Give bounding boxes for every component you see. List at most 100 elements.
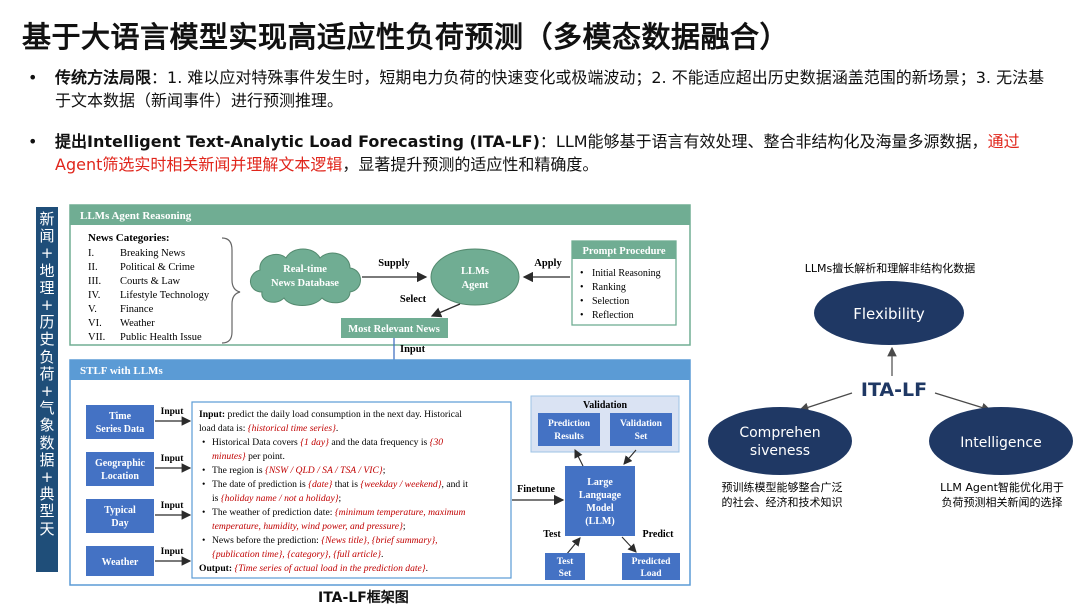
stlf-header-text: STLF with LLMs bbox=[80, 365, 163, 377]
prompt-text: The region is bbox=[212, 465, 265, 476]
prompt-bullet: • bbox=[580, 310, 584, 321]
news-numeral: II. bbox=[88, 262, 98, 273]
prompt-line: The weather of prediction date: {minimum… bbox=[212, 507, 465, 518]
intelligence-caption: LLM Agent智能优化用于 bbox=[940, 480, 1064, 494]
finetune-label: Finetune bbox=[517, 484, 555, 495]
side-char: 闻 bbox=[39, 227, 55, 246]
prompt-bold: Input: bbox=[199, 409, 225, 420]
prompt-bullet: • bbox=[580, 268, 584, 279]
news-numeral: IV. bbox=[88, 290, 100, 301]
news-database-cloud bbox=[250, 248, 361, 306]
prompt-text: is bbox=[212, 493, 221, 504]
agent-header-text: LLMs Agent Reasoning bbox=[80, 210, 192, 222]
side-char: 新 bbox=[39, 210, 55, 228]
predict-arrow bbox=[621, 536, 637, 553]
bullet-red: 通过Agent筛选实时相关新闻并理解文本逻辑 bbox=[55, 132, 1020, 174]
intelligence-caption: 负荷预测相关新闻的选择 bbox=[942, 495, 1063, 509]
prompt-text: , and it bbox=[442, 479, 469, 490]
side-char: 象 bbox=[39, 416, 55, 435]
llms-agent-node bbox=[430, 248, 520, 306]
prompt-title: Prompt Procedure bbox=[582, 246, 665, 257]
category-brace bbox=[221, 237, 241, 344]
side-char: 理 bbox=[39, 278, 55, 297]
bullet-dot: • bbox=[28, 132, 38, 151]
bullet-bold: 提出Intelligent Text-Analytic Load Forecas… bbox=[55, 132, 540, 151]
news-item: Finance bbox=[120, 304, 154, 315]
intelligence-label: Intelligence bbox=[960, 435, 1041, 451]
arrow-to-intelligence bbox=[934, 392, 992, 413]
prompt-line: {publication time}, {category}, {full ar… bbox=[212, 549, 383, 560]
prompt-item: Reflection bbox=[592, 310, 634, 321]
prompt-text: The date of prediction is bbox=[212, 479, 308, 490]
comprehensiveness-caption: 的社会、经济和技术知识 bbox=[722, 495, 843, 509]
prompt-text: ; bbox=[403, 521, 406, 532]
box-label: Series Data bbox=[96, 424, 145, 435]
prompt-var: {News title}, {brief summary}, bbox=[321, 535, 437, 546]
intelligence-node bbox=[929, 407, 1073, 475]
predicted-load-box bbox=[622, 553, 680, 580]
side-char: + bbox=[40, 382, 54, 401]
news-item: Weather bbox=[120, 318, 155, 329]
prompt-item: Initial Reasoning bbox=[592, 268, 661, 279]
prompt-bullet: • bbox=[202, 535, 205, 546]
llm-label: (LLM) bbox=[585, 516, 614, 527]
prompt-text: . bbox=[336, 423, 338, 434]
prompt-text: The weather of prediction date: bbox=[212, 507, 335, 518]
comprehensiveness-caption: 预训练模型能够整合广泛 bbox=[722, 480, 843, 494]
news-item: Political & Crime bbox=[120, 262, 195, 273]
prompt-template-box bbox=[191, 401, 512, 579]
prompt-line: Historical Data covers {1 day} and the d… bbox=[212, 437, 443, 448]
comprehensiveness-label: Comprehen bbox=[739, 425, 820, 441]
box-label: Time bbox=[109, 411, 132, 422]
apply-label: Apply bbox=[534, 258, 562, 269]
side-char: + bbox=[40, 468, 54, 487]
side-char: 天 bbox=[39, 519, 55, 538]
agent-panel-header bbox=[70, 205, 690, 225]
box-label: Set bbox=[635, 432, 649, 442]
prompt-var: {30 bbox=[430, 437, 444, 448]
prompt-item: Ranking bbox=[592, 282, 626, 293]
news-item: Public Health Issue bbox=[120, 332, 202, 343]
typical-day-box bbox=[86, 499, 154, 533]
input-arrow-label: Input bbox=[161, 407, 185, 417]
prompt-var: temperature, humidity, wind power, and p… bbox=[212, 521, 403, 532]
prompt-var: {historical time series} bbox=[248, 423, 336, 434]
prompt-procedure-header bbox=[572, 241, 676, 259]
test-label: Test bbox=[543, 529, 561, 540]
box-label: Day bbox=[111, 518, 128, 529]
prompt-var: {NSW / QLD / SA / TSA / VIC} bbox=[265, 465, 383, 476]
prompt-item: Selection bbox=[592, 296, 629, 307]
prompt-text: per point. bbox=[246, 451, 285, 462]
prompt-line: The date of prediction is {date} that is… bbox=[212, 479, 468, 490]
side-char: 气 bbox=[39, 399, 55, 418]
validation-arrow-up bbox=[574, 449, 584, 467]
stlf-panel-header bbox=[70, 360, 690, 380]
box-label: Results bbox=[554, 432, 584, 442]
news-item: Breaking News bbox=[120, 248, 185, 259]
box-label: Validation bbox=[620, 419, 663, 429]
validation-arrow-down bbox=[623, 449, 637, 465]
side-char: 数 bbox=[39, 433, 55, 452]
box-label: Geographic bbox=[95, 458, 146, 469]
bullet-text: 提出Intelligent Text-Analytic Load Forecas… bbox=[55, 130, 1058, 176]
bullet-text: 传统方法局限：1. 难以应对特殊事件发生时，短期电力负荷的快速变化或极端波动；2… bbox=[55, 66, 1058, 112]
side-char: 典 bbox=[39, 485, 55, 504]
prompt-line: News before the prediction: {News title}… bbox=[212, 535, 438, 546]
validation-label: Validation bbox=[583, 400, 628, 411]
side-char: 据 bbox=[39, 450, 55, 469]
prompt-var: {publication time}, {category}, {full ar… bbox=[212, 549, 381, 560]
prompt-bullet: • bbox=[580, 282, 584, 293]
side-char: 荷 bbox=[39, 364, 55, 383]
box-label: Prediction bbox=[548, 419, 591, 429]
side-char: 史 bbox=[39, 330, 55, 349]
prompt-var: {Time series of actual load in the predi… bbox=[232, 563, 426, 574]
validation-set-box bbox=[610, 413, 672, 446]
bullet-mid: ：LLM能够基于语言有效处理、整合非结构化及海量多源数据， bbox=[539, 132, 988, 151]
comprehensiveness-node bbox=[708, 407, 852, 475]
test-set-box bbox=[545, 553, 585, 580]
prompt-text: ; bbox=[383, 465, 386, 476]
diagram-caption: ITA-LF框架图 bbox=[318, 590, 409, 606]
prompt-bold: Output: bbox=[199, 563, 232, 574]
arrow-to-comprehensiveness bbox=[798, 392, 853, 412]
